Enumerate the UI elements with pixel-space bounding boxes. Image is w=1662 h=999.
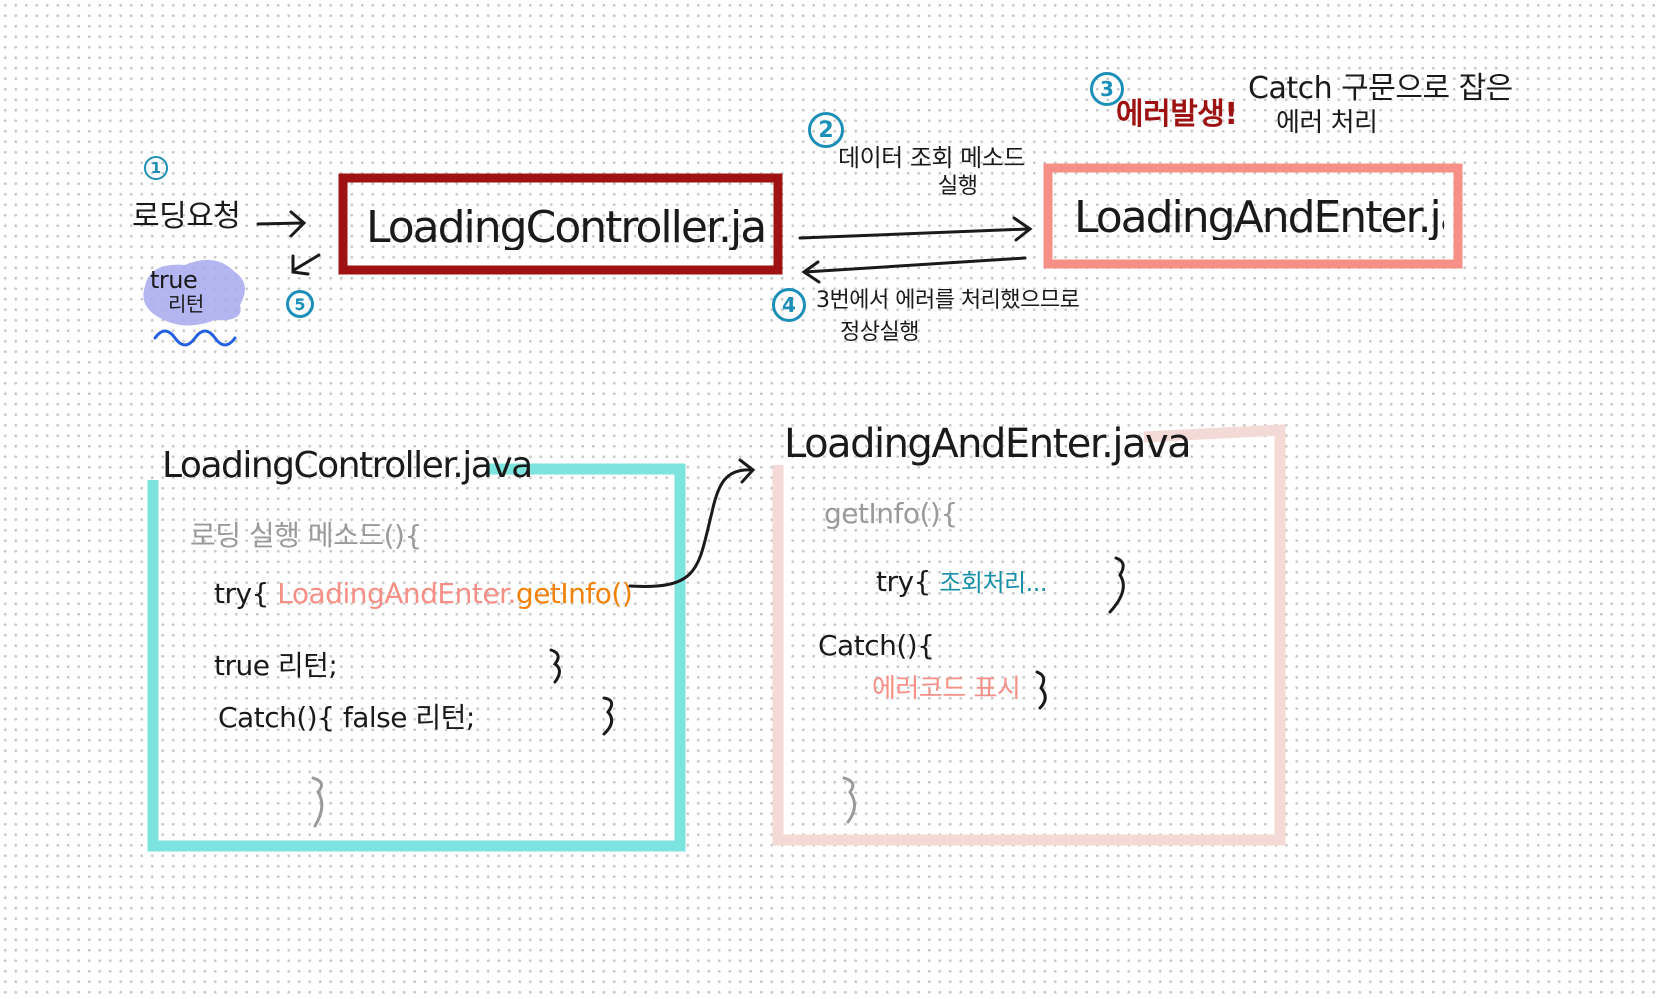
return-note-line1: 3번에서 에러를 처리했으므로 [816,288,1080,313]
request-arrow [256,210,307,238]
call-note-line1: 데이터 조회 메소드 [838,144,1025,172]
enter-catch-body: 에러코드 표시 [872,674,1021,704]
enter-try-body: 조회처리... [939,569,1047,597]
controller-box-label: LoadingController.java [366,206,766,250]
call-class-name: LoadingAndEnter. [277,577,516,610]
enter-box [1043,163,1463,269]
call-arrow [798,216,1033,242]
enter-code-title: LoadingAndEnter.java [784,421,1192,467]
request-label: 로딩요청 [132,199,241,234]
enter-catch-brace [1035,670,1047,710]
brace-marks [311,556,1125,828]
error-note-line2: 에러 처리 [1276,108,1378,138]
error-note-line1: Catch 구문으로 잡은 [1248,71,1513,106]
error-label: 에러발생! [1116,97,1238,132]
controller-try-line: try{ LoadingAndEnter.getInfo() [214,577,633,610]
call-method-name: getInfo() [515,577,633,610]
enter-try-line: try{ 조회처리... [876,568,1047,596]
enter-try-brace [1108,556,1125,614]
enter-method-line: getInfo(){ [824,497,958,530]
step-1-marker: 1 [144,156,168,180]
enter-catch-line: Catch(){ [818,629,935,662]
controller-try-brace [549,648,561,684]
controller-box [338,173,783,275]
controller-catch-line: Catch(){ false 리턴; [218,701,475,734]
call-note-line2: 실행 [938,174,978,199]
enter-method-brace [842,776,856,824]
return-badge-true: true [150,266,198,294]
return-badge-label: 리턴 [168,292,204,316]
controller-code-title: LoadingController.java [162,445,533,486]
controller-method-line: 로딩 실행 메소드(){ [190,519,422,552]
response-arrow [801,256,1027,284]
controller-code-box [147,463,686,852]
squiggle-underline [153,329,237,347]
controller-catch-brace [602,696,614,736]
return-highlight [143,259,245,326]
enter-code-box [772,424,1286,846]
controller-true-return: true 리턴; [214,649,338,682]
step-5-marker: 5 [286,290,314,318]
step-2-marker: 2 [808,112,844,148]
controller-method-brace [311,776,324,828]
enter-try-keyword: try{ [876,565,931,598]
step-3-marker: 3 [1090,72,1124,106]
return-note-line2: 정상실행 [840,320,919,345]
try-keyword: try{ [214,577,269,610]
jump-connector [628,458,756,588]
step-4-marker: 4 [772,288,806,322]
enter-box-label: LoadingAndEnter.java [1074,196,1444,240]
return-arrow [291,253,321,276]
